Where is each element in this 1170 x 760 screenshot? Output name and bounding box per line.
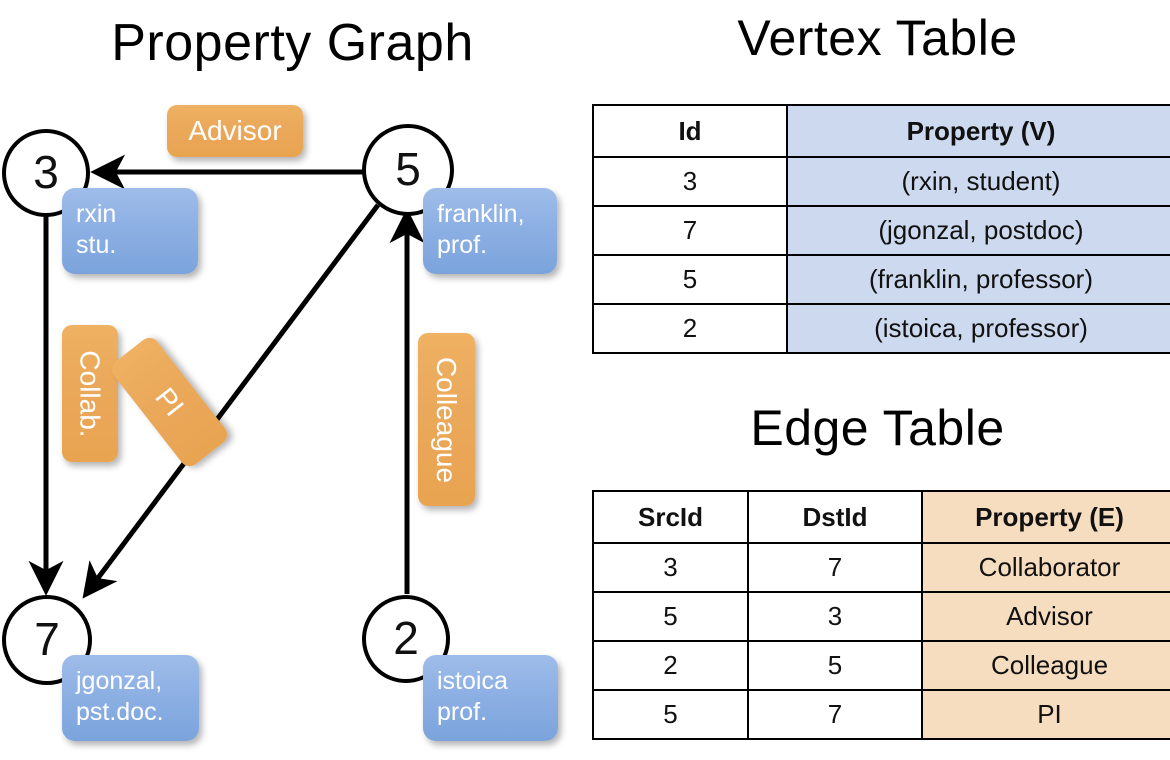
edge-label-colleague-text: Colleague <box>431 356 463 483</box>
graph-node-3-label: 3 <box>33 146 59 198</box>
edge-table-title: Edge Table <box>750 400 1005 456</box>
edge-table-cell-srcid: 5 <box>592 689 749 740</box>
table-row: 3 (rxin, student) <box>592 156 1170 207</box>
node-5-property-box: franklin, prof. <box>423 188 557 274</box>
vertex-table-cell-property: (franklin, professor) <box>786 254 1170 305</box>
table-row: 5 3 Advisor <box>592 591 1170 642</box>
vertex-table-cell-property: (istoica, professor) <box>786 303 1170 354</box>
edge-table-cell-property: PI <box>921 689 1170 740</box>
vertex-table-cell-property: (rxin, student) <box>786 156 1170 207</box>
graph-node-7-label: 7 <box>34 613 60 665</box>
vertex-table-cell-id: 2 <box>592 303 788 354</box>
property-graph-diagram: Advisor Collab. PI Colleague 3 5 7 2 rxi… <box>2 105 558 741</box>
edge-table-cell-property: Advisor <box>921 591 1170 642</box>
edge-table-cell-srcid: 3 <box>592 542 749 593</box>
table-row: 2 (istoica, professor) <box>592 303 1170 354</box>
edge-table-header-row: SrcId DstId Property (E) <box>592 490 1170 544</box>
table-row: 3 7 Collaborator <box>592 542 1170 593</box>
vertex-table-header-id: Id <box>592 104 788 158</box>
edge-5-to-7-pi <box>82 203 380 599</box>
node-2-property-line-1: istoica <box>437 667 508 695</box>
edge-label-collaborator-text: Collab. <box>75 349 107 438</box>
edge-table-cell-dstid: 7 <box>747 689 923 740</box>
node-7-property-box: jgonzal, pst.doc. <box>62 655 199 741</box>
vertex-table-header-row: Id Property (V) <box>592 104 1170 158</box>
node-2-property-box: istoica prof. <box>423 655 558 741</box>
edge-table-header-property: Property (E) <box>921 490 1170 544</box>
property-graph-title: Property Graph <box>111 14 474 72</box>
node-7-property-line-1: jgonzal, <box>76 667 163 695</box>
graph-node-5-label: 5 <box>395 143 421 195</box>
edge-table-cell-property: Colleague <box>921 640 1170 691</box>
node-5-property-line-1: franklin, <box>437 200 525 228</box>
edge-table-header-dstid: DstId <box>747 490 923 544</box>
node-3-property-line-1: rxin <box>76 200 117 228</box>
edge-label-advisor: Advisor <box>167 105 303 157</box>
edge-label-colleague: Colleague <box>418 333 475 506</box>
table-row: 2 5 Colleague <box>592 640 1170 691</box>
edge-table-cell-dstid: 3 <box>747 591 923 642</box>
edge-table-cell-dstid: 5 <box>747 640 923 691</box>
table-row: 5 7 PI <box>592 689 1170 740</box>
node-5-property-line-2: prof. <box>437 231 488 259</box>
graph-edges-svg <box>28 154 425 599</box>
edge-label-advisor-text: Advisor <box>188 115 282 146</box>
edge-table-cell-srcid: 2 <box>592 640 749 691</box>
edge-table: SrcId DstId Property (E) 3 7 Collaborato… <box>592 490 1170 740</box>
node-3-property-box: rxin stu. <box>62 188 198 274</box>
edge-table-cell-srcid: 5 <box>592 591 749 642</box>
table-row: 5 (franklin, professor) <box>592 254 1170 305</box>
node-2-property-line-2: prof. <box>437 698 488 726</box>
table-row: 7 (jgonzal, postdoc) <box>592 205 1170 256</box>
vertex-table-cell-property: (jgonzal, postdoc) <box>786 205 1170 256</box>
vertex-table-header-property: Property (V) <box>786 104 1170 158</box>
edge-table-header-srcid: SrcId <box>592 490 749 544</box>
vertex-table: Id Property (V) 3 (rxin, student) 7 (jgo… <box>592 104 1170 354</box>
vertex-table-cell-id: 5 <box>592 254 788 305</box>
node-3-property-line-2: stu. <box>76 231 117 259</box>
graph-node-2-label: 2 <box>393 612 419 664</box>
node-7-property-line-2: pst.doc. <box>76 698 164 726</box>
vertex-table-cell-id: 3 <box>592 156 788 207</box>
vertex-table-cell-id: 7 <box>592 205 788 256</box>
edge-table-cell-dstid: 7 <box>747 542 923 593</box>
edge-label-pi-text: PI <box>149 381 191 422</box>
vertex-table-title: Vertex Table <box>737 10 1018 66</box>
edge-label-collaborator: Collab. <box>62 325 118 462</box>
edge-table-cell-property: Collaborator <box>921 542 1170 593</box>
graph-node-2[interactable]: 2 <box>362 595 450 683</box>
